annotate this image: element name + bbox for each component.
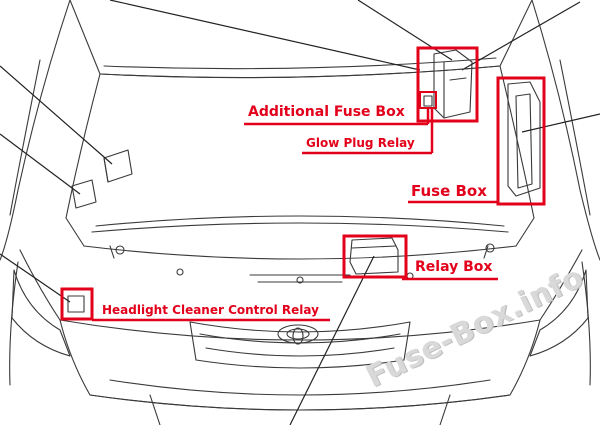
left-component-b: [72, 180, 96, 208]
left-component-a: [104, 150, 132, 182]
leader-fuse-box-right: [522, 114, 600, 132]
leader-left-component-b: [0, 134, 80, 194]
glow-plug-relay-label: Glow Plug Relay: [306, 137, 415, 149]
leader-top-right: [358, 0, 452, 60]
headlight-cleaner-relay-highlight: [62, 289, 92, 319]
relay-box-label: Relay Box: [415, 260, 492, 274]
leader-top-right-2: [462, 2, 580, 70]
leader-headlight-cleaner: [0, 254, 70, 302]
fuse-box-label: Fuse Box: [411, 184, 487, 199]
leader-left-component-a: [0, 66, 112, 164]
headlight-cleaner-relay-label: Headlight Cleaner Control Relay: [102, 304, 319, 316]
body-left-outline: [0, 0, 70, 260]
hood-outline: [70, 0, 532, 78]
brand-emblem: [278, 325, 318, 344]
label-underlines: [92, 108, 498, 320]
body-right-outline: [532, 0, 600, 260]
additional-fuse-box-label: Additional Fuse Box: [248, 105, 405, 119]
